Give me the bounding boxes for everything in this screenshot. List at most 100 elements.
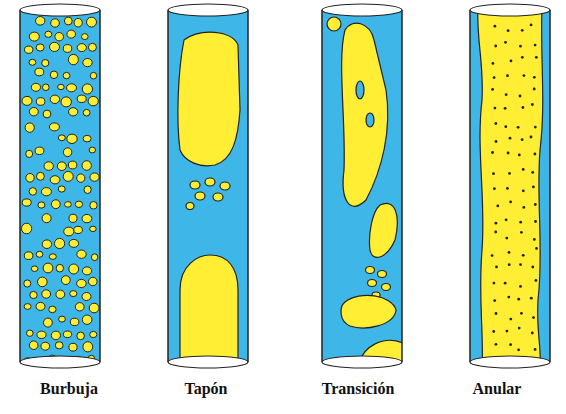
droplet (519, 285, 522, 288)
droplet (508, 172, 511, 175)
bubble (44, 318, 53, 327)
bubble (43, 263, 53, 273)
droplet (535, 279, 538, 282)
droplet (523, 74, 526, 77)
bubble (43, 84, 50, 91)
droplet (533, 76, 536, 79)
bubble (42, 240, 51, 249)
gas-slug (180, 255, 238, 362)
bubble (88, 43, 96, 51)
regime-label: Anular (432, 380, 562, 398)
droplet (509, 343, 512, 346)
droplet (519, 221, 522, 224)
bubble (82, 293, 91, 301)
pipe-liquid (322, 10, 402, 362)
bubble (82, 84, 92, 94)
bubble (51, 19, 60, 27)
bubble (56, 264, 63, 272)
bubble (22, 96, 32, 105)
droplet (506, 74, 509, 77)
bubble (59, 316, 66, 322)
droplet (506, 330, 509, 333)
bubble (67, 30, 76, 38)
pipe-walls (20, 10, 550, 362)
droplet (494, 107, 497, 110)
bubble (68, 54, 78, 64)
droplet (507, 296, 510, 299)
bubble (68, 161, 76, 169)
gas-structures (327, 17, 402, 362)
droplet (517, 348, 520, 351)
droplet (530, 24, 533, 27)
pipe-liquid (20, 10, 100, 362)
droplet (534, 348, 537, 351)
bubble (35, 147, 44, 154)
bubble (58, 135, 65, 141)
bubble (50, 71, 57, 79)
bubble (70, 318, 79, 325)
droplet (491, 254, 494, 257)
bubble (67, 134, 77, 143)
droplet (495, 140, 498, 143)
bubble (29, 341, 38, 350)
regime-label: Transición (293, 380, 423, 398)
bubble (49, 254, 56, 260)
droplet (493, 299, 496, 302)
bubble (89, 277, 98, 285)
pipe-ends (20, 4, 550, 368)
droplet (506, 187, 509, 190)
bubble (45, 31, 52, 37)
droplet (534, 203, 537, 206)
bubble (368, 280, 377, 287)
bubble (213, 193, 223, 201)
bubble (205, 178, 215, 186)
bubble (70, 291, 77, 297)
bubble (366, 267, 375, 274)
droplet (507, 152, 510, 155)
bubble (83, 109, 90, 116)
bubble (58, 84, 65, 89)
liquid-pocket (356, 81, 364, 99)
bubble (63, 72, 70, 78)
bubble (186, 203, 194, 210)
bubble (75, 303, 84, 311)
bubble (90, 331, 97, 337)
bubble (29, 59, 36, 65)
liquid-pocket (366, 113, 374, 127)
bubble (36, 98, 45, 106)
droplet (504, 125, 507, 128)
droplet (510, 60, 513, 63)
droplet (531, 332, 534, 335)
droplet (519, 95, 522, 98)
bubble (75, 201, 82, 207)
droplet (521, 138, 524, 141)
droplet (522, 254, 525, 257)
gas-slugs (178, 32, 240, 362)
bubble (90, 226, 97, 231)
bubble (37, 331, 46, 338)
droplet (493, 76, 496, 79)
bubble (63, 45, 71, 53)
droplet (531, 171, 534, 174)
droplet (517, 298, 520, 301)
droplet (535, 56, 538, 59)
bubble (36, 17, 45, 26)
bubble (38, 202, 45, 208)
bubble (83, 59, 92, 67)
droplet (492, 172, 495, 175)
bubble (77, 279, 87, 287)
gas-structure (369, 203, 397, 257)
gas-structure (342, 23, 388, 206)
droplet (509, 318, 512, 321)
bubble (87, 17, 97, 27)
droplet (520, 312, 523, 315)
bubble (50, 42, 60, 51)
droplet (491, 151, 494, 154)
droplet (519, 263, 522, 266)
droplet (508, 251, 511, 254)
bubble (77, 44, 86, 52)
bubble (43, 110, 51, 118)
droplets (491, 24, 538, 352)
bubble (50, 176, 60, 184)
bubble (69, 239, 79, 247)
